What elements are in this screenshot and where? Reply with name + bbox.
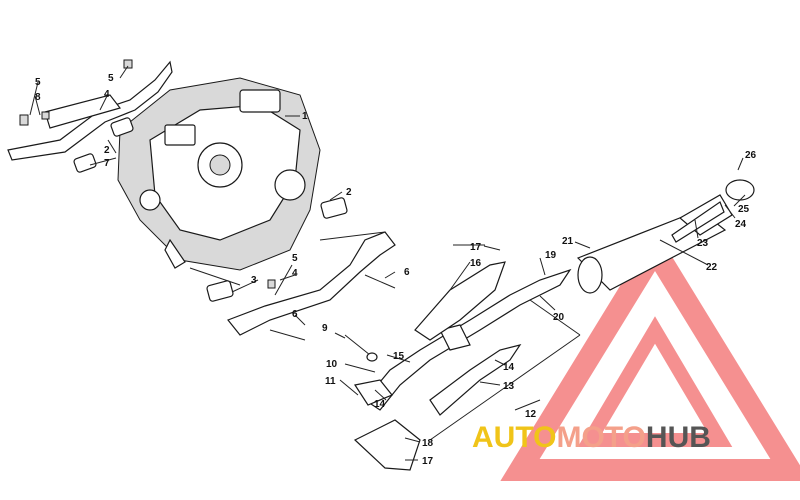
spark-arrestor xyxy=(671,201,725,243)
callout-3: 3 xyxy=(251,275,257,286)
callout-26: 26 xyxy=(745,150,757,161)
callout-25: 25 xyxy=(738,204,750,215)
callout-24: 24 xyxy=(735,219,747,230)
callout-17: 17 xyxy=(470,242,482,253)
callout-21: 21 xyxy=(562,236,574,247)
callout-6: 6 xyxy=(404,267,410,278)
callout-10: 10 xyxy=(326,359,338,370)
leader-lines xyxy=(29,65,746,461)
callout-8: 8 xyxy=(35,92,41,103)
heat-shield-bracket xyxy=(414,261,506,341)
callout-4: 4 xyxy=(104,89,110,100)
callout-2: 2 xyxy=(346,187,352,198)
callout-20: 20 xyxy=(553,312,565,323)
bolts xyxy=(19,59,396,341)
callout-17: 17 xyxy=(422,456,434,467)
isolators xyxy=(73,117,348,302)
watermark-word-auto: AUTO xyxy=(472,421,556,454)
watermark-word-moto: MOTO xyxy=(556,421,645,454)
callout-18: 18 xyxy=(422,438,434,449)
callout-2: 2 xyxy=(104,145,110,156)
callout-5: 5 xyxy=(108,73,114,84)
exhaust-pipe xyxy=(364,268,572,416)
callout-1: 1 xyxy=(302,111,308,122)
watermark-word-hub: HUB xyxy=(646,421,711,454)
callout-7: 7 xyxy=(104,158,110,169)
callout-5: 5 xyxy=(35,77,41,88)
callout-14: 14 xyxy=(503,362,515,373)
callout-23: 23 xyxy=(697,238,709,249)
callout-15: 15 xyxy=(393,351,405,362)
lower-shield xyxy=(353,379,421,471)
watermark-text: AUTOMOTOHUB xyxy=(472,421,711,454)
engine-assembly xyxy=(117,77,321,271)
callout-19: 19 xyxy=(545,250,557,261)
callout-22: 22 xyxy=(706,262,718,273)
callout-11: 11 xyxy=(325,376,336,387)
svg-text:AUTOMOTOHUB: AUTOMOTOHUB xyxy=(472,421,711,454)
callout-14: 14 xyxy=(374,399,386,410)
right-mount-bracket xyxy=(227,231,396,336)
oxygen-sensor xyxy=(344,334,378,362)
callouts: 1 2 2 3 4 4 5 5 5 6 6 7 8 9 10 11 12 13 … xyxy=(35,73,757,467)
callout-16: 16 xyxy=(470,258,482,269)
callout-9: 9 xyxy=(322,323,328,334)
callout-13: 13 xyxy=(503,381,515,392)
watermark-logo xyxy=(500,228,800,481)
callout-5: 5 xyxy=(292,253,298,264)
callout-6: 6 xyxy=(292,309,298,320)
callout-12: 12 xyxy=(525,409,537,420)
callout-4: 4 xyxy=(292,268,298,279)
